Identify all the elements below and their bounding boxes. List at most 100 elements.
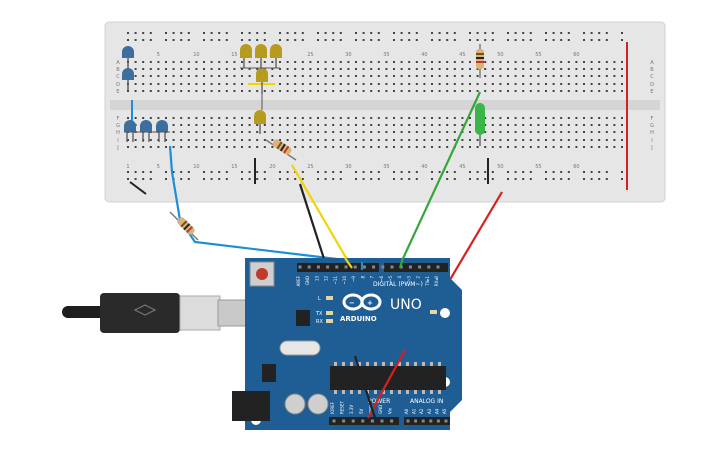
black-jumper-left[interactable]	[129, 181, 147, 195]
header-pin[interactable]	[427, 265, 431, 269]
breadboard-hole	[355, 83, 357, 85]
breadboard-hole	[423, 75, 426, 77]
breadboard-hole	[484, 68, 487, 70]
breadboard-hole	[499, 117, 502, 119]
header-pin[interactable]	[418, 265, 422, 269]
led-yellow-2[interactable]	[255, 44, 267, 68]
breadboard-hole	[605, 117, 608, 119]
breadboard-column-number: 35	[383, 52, 389, 58]
header-pin[interactable]	[436, 419, 440, 423]
resistor-top[interactable]	[476, 44, 484, 78]
header-pin[interactable]	[342, 419, 346, 423]
header-pin[interactable]	[390, 265, 394, 269]
header-pin[interactable]	[307, 265, 311, 269]
breadboard-hole	[180, 68, 183, 70]
digital-pin-label: RX◂0	[434, 276, 439, 287]
resistor-mid[interactable]	[265, 138, 297, 161]
breadboard-hole	[522, 83, 525, 85]
header-pin[interactable]	[335, 265, 339, 269]
header-pin[interactable]	[316, 265, 320, 269]
green-wire[interactable]	[399, 91, 481, 266]
breadboard-hole	[225, 171, 228, 173]
header-pin[interactable]	[370, 419, 374, 423]
breadboard-hole	[149, 83, 152, 85]
analog-pin-label: A0	[404, 408, 409, 414]
breadboard-hole	[339, 139, 342, 141]
header-pin[interactable]	[332, 419, 336, 423]
header-pin[interactable]	[444, 419, 448, 423]
breadboard-hole	[431, 68, 433, 70]
breadboard-hole	[408, 39, 411, 41]
led-yellow-1[interactable]	[240, 44, 252, 68]
power-jack[interactable]	[232, 391, 270, 421]
led-yellow-3[interactable]	[270, 44, 282, 68]
header-pin[interactable]	[361, 419, 365, 423]
yellow-wire[interactable]	[291, 164, 353, 269]
header-pin[interactable]	[414, 419, 418, 423]
header-pin[interactable]	[353, 265, 357, 269]
header-pin[interactable]	[381, 265, 385, 269]
breadboard-hole	[491, 124, 494, 126]
breadboard-hole	[195, 68, 198, 70]
usb-cable[interactable]	[62, 293, 249, 333]
breadboard-hole	[248, 61, 251, 63]
led-blue-3[interactable]	[124, 120, 136, 142]
breadboard-hole	[279, 68, 281, 70]
breadboard-hole	[286, 178, 289, 180]
breadboard-hole	[590, 68, 593, 70]
breadboard-hole	[187, 117, 190, 119]
breadboard-hole	[552, 171, 555, 173]
led-blue-1[interactable]	[122, 46, 134, 68]
breadboard-hole	[362, 75, 365, 77]
breadboard-hole	[385, 83, 388, 85]
breadboard-hole	[339, 61, 342, 63]
header-pin[interactable]	[429, 419, 433, 423]
header-pin[interactable]	[298, 265, 302, 269]
breadboard-hole	[400, 61, 403, 63]
header-pin[interactable]	[326, 265, 330, 269]
header-pin[interactable]	[372, 265, 376, 269]
header-pin[interactable]	[351, 419, 355, 423]
led-blue-5[interactable]	[156, 120, 168, 142]
led-blue-4[interactable]	[140, 120, 152, 142]
header-pin[interactable]	[344, 265, 348, 269]
breadboard-hole	[271, 146, 274, 148]
breadboard-hole	[590, 178, 593, 180]
breadboard-hole	[218, 178, 221, 180]
led-green[interactable]	[475, 103, 485, 146]
header-pin[interactable]	[408, 265, 412, 269]
breadboard-hole	[347, 124, 350, 126]
resistor-bottom[interactable]	[169, 211, 199, 241]
breadboard-hole	[537, 139, 540, 141]
header-pin[interactable]	[406, 419, 410, 423]
breadboard-hole	[567, 117, 570, 119]
breadboard-row-letter: A	[650, 60, 654, 66]
breadboard-hole	[157, 61, 160, 63]
breadboard-hole	[256, 139, 259, 141]
header-pin[interactable]	[436, 265, 440, 269]
breadboard-hole	[514, 124, 517, 126]
header-pin[interactable]	[380, 419, 384, 423]
breadboard-hole	[142, 83, 145, 85]
breadboard-hole	[370, 61, 373, 63]
breadboard-hole	[560, 68, 563, 70]
breadboard-hole	[499, 61, 502, 63]
breadboard-hole	[301, 39, 304, 41]
led-blue-2[interactable]	[122, 68, 134, 90]
header-pin[interactable]	[390, 419, 394, 423]
led-yellow-5[interactable]	[254, 110, 266, 134]
breadboard-hole	[438, 171, 441, 173]
chip-leg	[422, 362, 425, 366]
breadboard-hole	[613, 124, 616, 126]
breadboard-hole	[423, 83, 426, 85]
led-yellow-4[interactable]	[256, 68, 268, 94]
power-pin-label: Vin	[388, 407, 393, 414]
header-pin[interactable]	[421, 419, 425, 423]
header-pin[interactable]	[362, 265, 366, 269]
breadboard-hole	[248, 39, 251, 41]
breadboard-hole	[583, 75, 585, 77]
breadboard-column-number: 45	[459, 52, 465, 58]
breadboard-hole	[400, 131, 403, 133]
reset-button-cap[interactable]	[256, 268, 268, 280]
